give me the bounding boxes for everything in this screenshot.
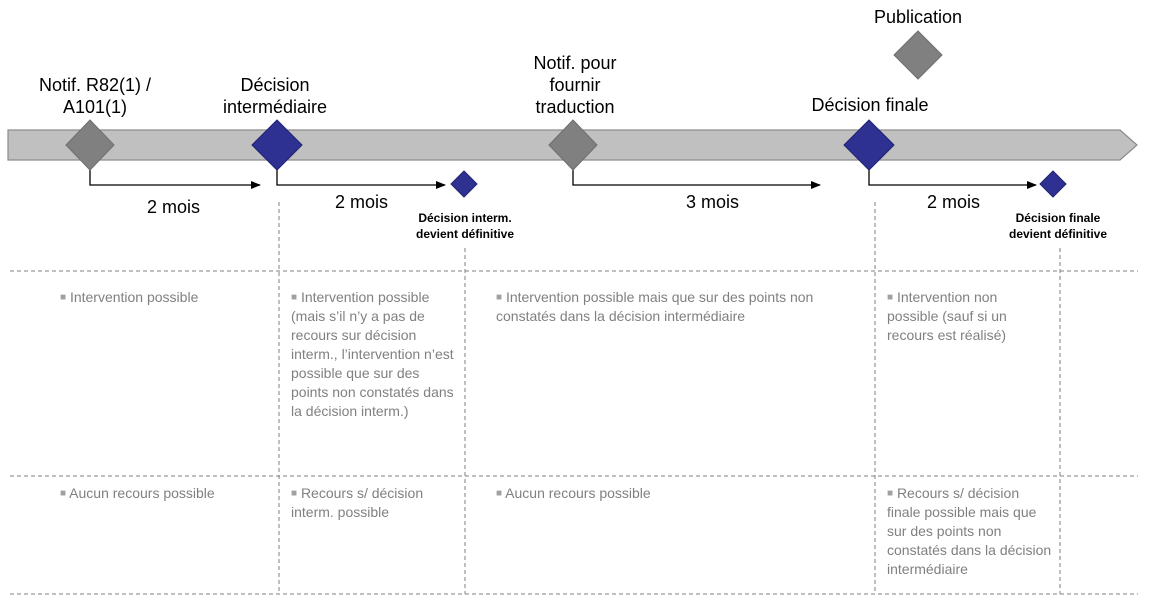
- bullet-icon: ■: [887, 488, 894, 499]
- duration-label: 2 mois: [147, 197, 201, 217]
- milestone-publication-diamond: [893, 30, 943, 80]
- milestone-notif-r82-diamond: [65, 119, 115, 171]
- intervention-cell: ■ Intervention possible (mais s’il n’y a…: [291, 289, 454, 419]
- milestone-decision-intermediaire-diamond: [251, 119, 303, 171]
- small-milestone-label-interm-definitive: Décision interm. devient définitive: [415, 211, 515, 241]
- recours-cell: ■ Recours s/ décision interm. possible: [291, 485, 424, 520]
- recours-cell: ■ Aucun recours possible: [60, 485, 215, 501]
- duration-label: 2 mois: [335, 192, 389, 212]
- bullet-icon: ■: [291, 488, 298, 499]
- duration-arrow: [276, 166, 446, 189]
- intervention-cell: ■ Intervention possible: [60, 289, 199, 305]
- small-milestone-label-finale-definitive: Décision finale devient définitive: [1008, 211, 1108, 241]
- bullet-icon: ■: [60, 488, 67, 499]
- duration-arrow: [868, 166, 1037, 189]
- intervention-cell: ■ Intervention possible mais que sur des…: [496, 289, 814, 324]
- milestone-label-notif-r82: Notif. R82(1) / A101(1): [38, 75, 152, 117]
- recours-cell: ■ Aucun recours possible: [496, 485, 651, 501]
- milestone-decision-finale-diamond: [843, 119, 895, 171]
- duration-label: 2 mois: [927, 192, 981, 212]
- bullet-icon: ■: [291, 292, 298, 303]
- small-milestone-interm-definitive-diamond: [450, 170, 478, 198]
- bullet-icon: ■: [496, 488, 503, 499]
- milestone-label-decision-finale: Décision finale: [811, 95, 929, 115]
- milestone-label-decision-intermediaire: Décision intermédiaire: [222, 75, 328, 117]
- bullet-icon: ■: [60, 292, 67, 303]
- bullet-icon: ■: [496, 292, 503, 303]
- small-milestone-finale-definitive-diamond: [1039, 170, 1067, 198]
- recours-cell: ■ Recours s/ décision finale possible ma…: [887, 485, 1052, 577]
- intervention-cell: ■ Intervention non possible (sauf si un …: [887, 289, 1007, 343]
- milestone-notif-traduction-diamond: [548, 119, 598, 171]
- duration-arrow: [572, 166, 821, 189]
- milestone-label-publication: Publication: [873, 7, 963, 27]
- duration-label: 3 mois: [686, 192, 740, 212]
- duration-arrow: [89, 166, 261, 189]
- milestone-label-notif-traduction: Notif. pour fournir traduction: [533, 53, 617, 117]
- bullet-icon: ■: [887, 292, 894, 303]
